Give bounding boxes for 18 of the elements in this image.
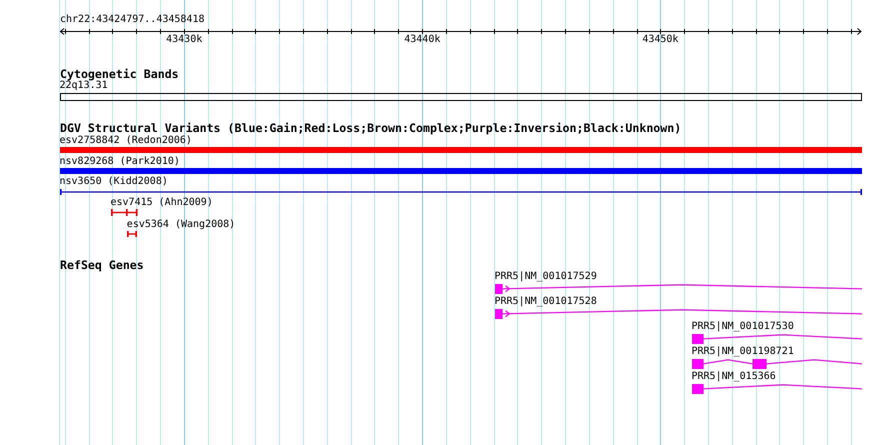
gene-label: PRR5|NM_001017530 — [692, 322, 794, 332]
variant-label: nsv3650 (Kidd2008) — [60, 177, 168, 187]
band-label: 22q13.31 — [60, 80, 108, 90]
tick-label: 43440k — [404, 34, 440, 45]
variant-label: esv2758842 (Redon2006) — [60, 136, 192, 146]
gene-label: PRR5|NM_001017529 — [494, 272, 597, 282]
tick-label: 43450k — [642, 34, 678, 45]
tick-label: 43430k — [166, 34, 202, 45]
variant-label: nsv829268 (Park2010) — [60, 156, 180, 166]
coordinate-range-label: chr22:43424797..43458418 — [60, 15, 204, 25]
track-title: Cytogenetic Bands — [60, 68, 179, 80]
variant-label: esv7415 (Ahn2009) — [110, 198, 213, 208]
variant-label: esv5364 (Wang2008) — [126, 220, 236, 230]
gene-label: PRR5|NM_001198721 — [692, 347, 794, 357]
track-title: RefSeq Genes — [60, 258, 144, 270]
gene-label: PRR5|NM_001017528 — [494, 297, 597, 307]
gene-label: PRR5|NM_015366 — [692, 372, 776, 382]
track-title: DGV Structural Variants (Blue:Gain;Red:Loss;Brown:Complex;Purple:Inversion;Black:Unknown) — [60, 122, 682, 134]
